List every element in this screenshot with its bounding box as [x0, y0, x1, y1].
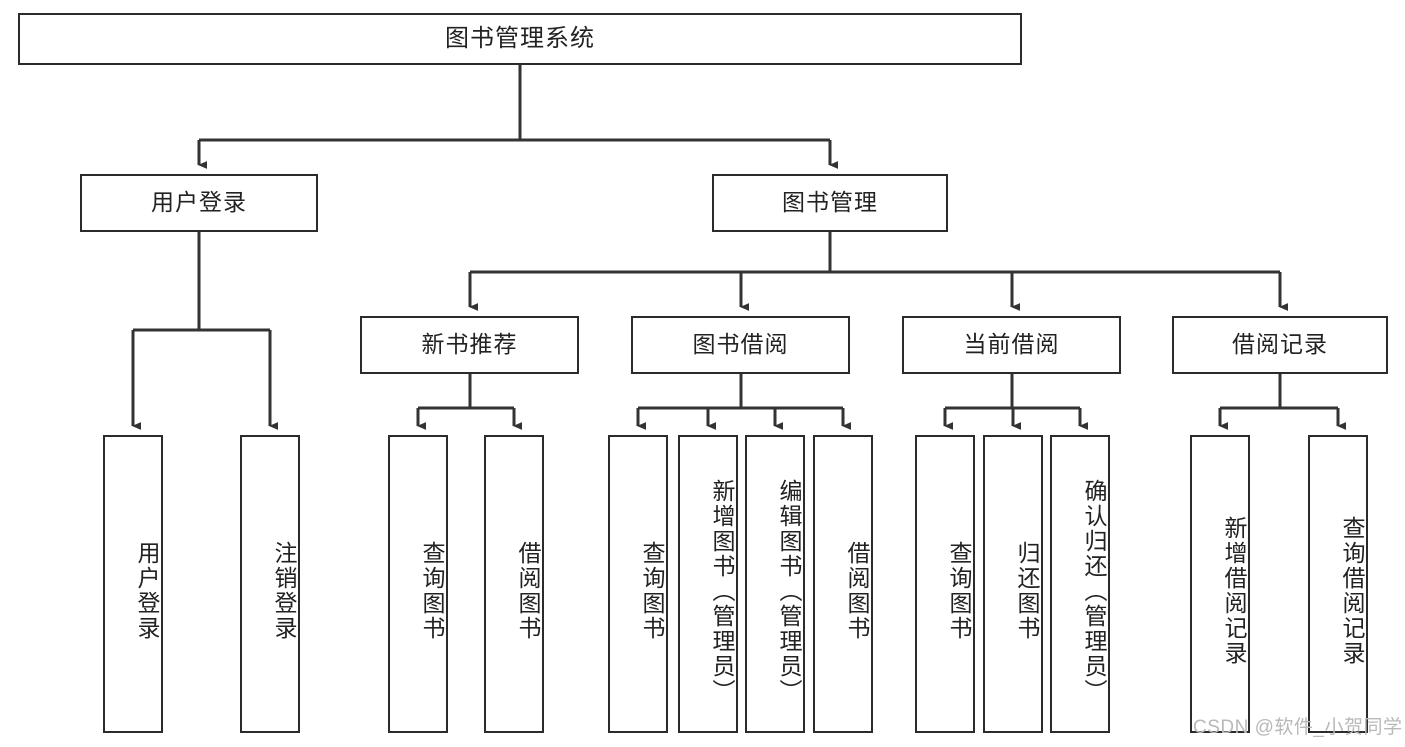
- node-label: 查询借阅记录: [1339, 516, 1365, 666]
- node-l-rc-query[interactable]: 查询借阅记录: [1308, 435, 1368, 733]
- node-l-bw-edit[interactable]: 编辑图书（管理员）: [745, 435, 805, 733]
- edge-group: [131, 65, 1346, 430]
- node-l-rc-add[interactable]: 新增借阅记录: [1190, 435, 1250, 733]
- node-l-logout[interactable]: 注销登录: [240, 435, 300, 733]
- node-label: 查询图书: [639, 541, 665, 641]
- node-label: 新增图书（管理员）: [709, 478, 735, 704]
- node-label: 新书推荐: [421, 331, 518, 358]
- node-newbook[interactable]: 新书推荐: [360, 316, 579, 374]
- node-label: 当前借阅: [963, 331, 1060, 358]
- node-records[interactable]: 借阅记录: [1172, 316, 1388, 374]
- node-label: 注销登录: [271, 541, 297, 641]
- node-l-bw-add[interactable]: 新增图书（管理员）: [678, 435, 738, 733]
- node-label: 编辑图书（管理员）: [776, 478, 802, 704]
- node-l-nb-borrow[interactable]: 借阅图书: [484, 435, 544, 733]
- node-label: 借阅图书: [844, 541, 870, 641]
- node-l-userlogin[interactable]: 用户登录: [103, 435, 163, 733]
- node-label: 图书管理系统: [445, 24, 595, 52]
- node-label: 查询图书: [419, 541, 445, 641]
- node-label: 借阅记录: [1232, 331, 1328, 358]
- node-l-bw-borrow[interactable]: 借阅图书: [813, 435, 873, 733]
- node-root[interactable]: 图书管理系统: [18, 13, 1022, 65]
- node-login[interactable]: 用户登录: [80, 174, 318, 232]
- node-label: 图书借阅: [692, 331, 789, 358]
- node-borrow[interactable]: 图书借阅: [631, 316, 850, 374]
- node-bookmgmt[interactable]: 图书管理: [712, 174, 948, 232]
- node-label: 图书管理: [782, 189, 878, 216]
- node-l-cu-return[interactable]: 归还图书: [983, 435, 1043, 733]
- node-label: 查询图书: [946, 541, 972, 641]
- node-label: 借阅图书: [515, 541, 541, 641]
- node-label: 新增借阅记录: [1221, 516, 1247, 666]
- node-label: 确认归还（管理员）: [1081, 478, 1107, 704]
- node-label: 用户登录: [134, 541, 160, 641]
- node-current[interactable]: 当前借阅: [902, 316, 1121, 374]
- node-l-nb-query[interactable]: 查询图书: [388, 435, 448, 733]
- node-l-cu-confirm[interactable]: 确认归还（管理员）: [1050, 435, 1110, 733]
- node-l-bw-query[interactable]: 查询图书: [608, 435, 668, 733]
- node-label: 归还图书: [1014, 541, 1040, 641]
- node-l-cu-query[interactable]: 查询图书: [915, 435, 975, 733]
- node-label: 用户登录: [151, 189, 247, 216]
